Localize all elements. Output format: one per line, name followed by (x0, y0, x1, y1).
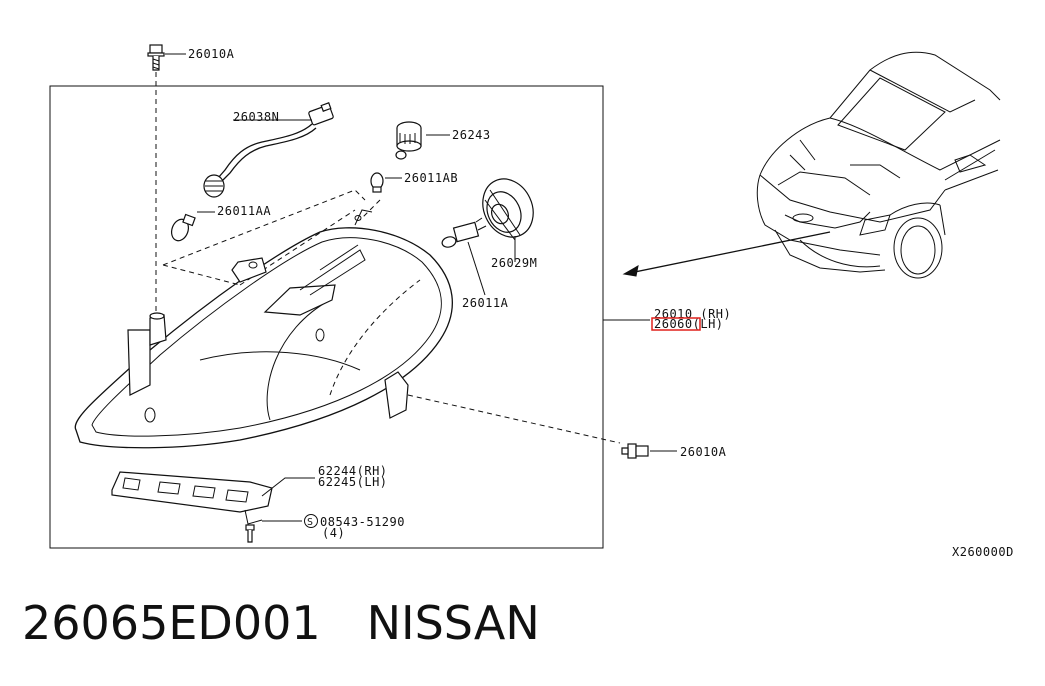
leader-bulb-main (467, 241, 486, 296)
highlight-box (651, 317, 701, 331)
label-bolt-top: 26010A (188, 47, 235, 61)
screw-symbol: S (307, 517, 314, 528)
label-assy-lh: 26060(LH) (654, 317, 724, 331)
part-number: 26065ED001 (22, 596, 321, 650)
figure-code: X260000D (952, 545, 1014, 559)
part-caption: 26065ED001 NISSAN (22, 596, 540, 650)
car-illustration (756, 51, 1001, 279)
brand-name: NISSAN (366, 596, 540, 650)
leader-bracket (261, 477, 315, 497)
label-bulb-main: 26011A (462, 296, 509, 310)
bulb-left-icon (170, 213, 196, 242)
bracket-icon (111, 471, 273, 525)
dashed-bolt-right (407, 394, 621, 444)
label-bulb-small: 26011AB (404, 171, 458, 185)
assembly-frame (49, 85, 604, 549)
label-socket: 26243 (452, 128, 491, 142)
bulb-main-icon (441, 217, 487, 248)
label-cap: 26029M (491, 256, 537, 270)
bolt-right-icon (621, 443, 649, 459)
label-screw-qty: (4) (322, 526, 345, 540)
pointer-arrow-line (629, 231, 831, 274)
harness-icon (203, 102, 334, 198)
label-bracket-lh: 62245(LH) (318, 475, 388, 489)
label-bracket-rh: 62244(RH) (318, 464, 388, 478)
socket-icon (395, 121, 422, 160)
label-harness: 26038N (233, 110, 279, 124)
bulb-small-icon (370, 172, 384, 193)
bolt-top-icon (147, 44, 165, 71)
screw-symbol-icon (304, 514, 318, 528)
label-bolt-right: 26010A (680, 445, 727, 459)
headlamp-housing-icon (74, 209, 453, 449)
arrow-head-icon (622, 265, 639, 277)
dust-cap-icon (482, 178, 534, 241)
screw-icon (245, 524, 255, 543)
label-bulb-left: 26011AA (217, 204, 271, 218)
label-screw: 08543-51290 (320, 515, 405, 529)
